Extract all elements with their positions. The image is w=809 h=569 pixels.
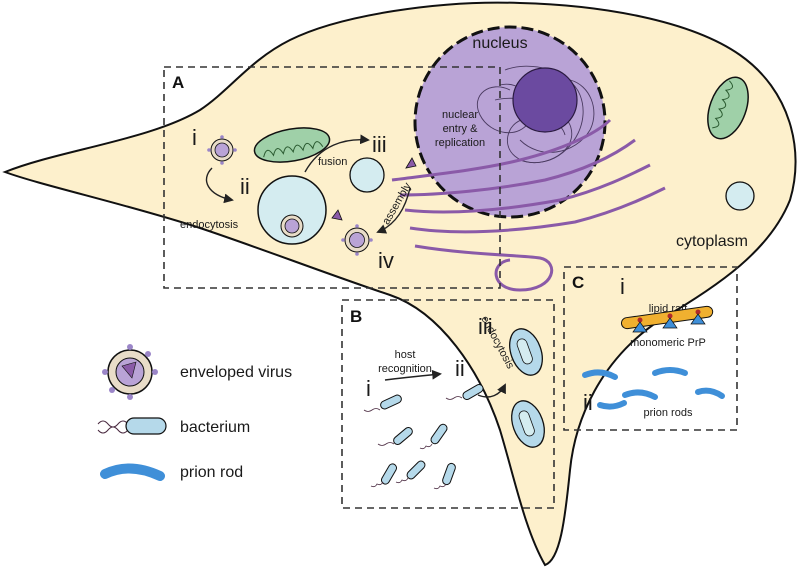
prion-rods-group <box>582 367 725 410</box>
panel-c-step-ii: ii <box>583 390 593 415</box>
nuclear-process-line-3: replication <box>435 137 485 149</box>
fusion-label: fusion <box>318 156 347 168</box>
bacteria-flagella <box>363 396 463 490</box>
legend-label-virus: enveloped virus <box>180 364 292 381</box>
endosome-with-virus <box>257 175 327 245</box>
legend: enveloped virus bacterium prion rod <box>97 344 292 481</box>
cell-membrane <box>2 1 797 567</box>
nucleus-label: nucleus <box>472 35 527 52</box>
endocytosis-label-a: endocytosis <box>180 219 239 231</box>
viral-genome-fragment-2 <box>405 157 417 169</box>
panel-b-step-ii: ii <box>455 356 465 381</box>
bacteria-group <box>380 384 484 486</box>
host-recognition-line-2: recognition <box>378 363 432 375</box>
prion-rods-label: prion rods <box>644 407 693 419</box>
viral-genome-fragment <box>331 209 343 221</box>
mitochondrion-b <box>707 76 749 140</box>
endocytosis-arrow-a <box>205 167 234 204</box>
nucleolus <box>512 67 578 133</box>
panel-b-letter: B <box>350 307 362 326</box>
panel-a-step-iii: iii <box>372 132 387 157</box>
panel-b-step-iii: iii <box>478 314 493 339</box>
vesicle-fusion <box>349 157 385 193</box>
monomeric-prp-label: monomeric PrP <box>630 337 706 349</box>
panel-c-letter: C <box>572 273 584 292</box>
nuclear-process-line-2: entry & <box>443 123 479 135</box>
virus-particle-free <box>207 135 237 165</box>
panel-a-step-iv: iv <box>378 248 394 273</box>
nucleus <box>413 25 607 219</box>
panel-b-step-i: i <box>366 376 371 401</box>
cytoplasm-label: cytoplasm <box>676 233 748 250</box>
panel-c-step-i: i <box>620 274 625 299</box>
panel-a-step-ii: ii <box>240 174 250 199</box>
panel-a-step-i: i <box>192 125 197 150</box>
monomeric-prp-markers <box>632 309 706 333</box>
prion-rod-icon <box>100 463 165 481</box>
bacterium-vacuole-2 <box>511 400 545 448</box>
panel-c-box <box>563 266 738 431</box>
panel-b-box <box>341 299 555 509</box>
mitochondrion-a <box>253 127 331 163</box>
panel-a-box <box>163 66 501 289</box>
host-recognition-arrow <box>384 369 442 381</box>
assembly-arrow <box>376 187 411 234</box>
vesicle-cytoplasm <box>725 181 755 211</box>
endocytosis-arrow-b <box>477 383 506 398</box>
host-recognition-line-1: host <box>395 349 416 361</box>
virus-particle-assembled <box>341 224 373 256</box>
nuclear-process-line-1: nuclear <box>442 109 478 121</box>
enveloped-virus-icon <box>102 344 158 400</box>
bacterium-vacuole-1 <box>509 328 543 376</box>
bacterium-icon <box>97 417 167 435</box>
legend-label-bacterium: bacterium <box>180 419 250 436</box>
legend-label-prion: prion rod <box>180 464 243 481</box>
fusion-arrow <box>304 134 370 173</box>
panel-a-letter: A <box>172 73 184 92</box>
endoplasmic-reticulum <box>391 118 666 292</box>
